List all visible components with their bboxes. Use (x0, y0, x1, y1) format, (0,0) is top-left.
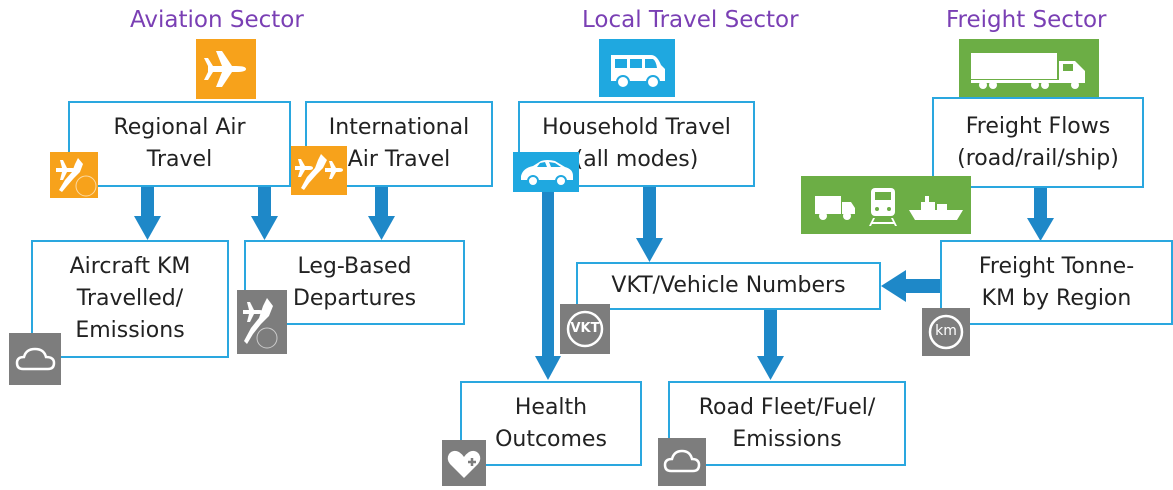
international-air-travel-box: International Air Travel (305, 101, 493, 187)
aviation-sector-title: Aviation Sector (130, 7, 304, 33)
international-planes-icon (291, 146, 347, 195)
health-outcomes-box: Health Outcomes (460, 381, 642, 466)
van-icon (599, 39, 675, 97)
arrow-household-to-vkt (636, 186, 663, 262)
cloud-icon (9, 333, 61, 385)
local-travel-sector-title: Local Travel Sector (582, 7, 799, 33)
vkt-icon: VKT (560, 304, 610, 354)
regional-air-travel-box: Regional Air Travel (68, 101, 291, 187)
arrow-vkt-to-road-fleet (757, 310, 784, 380)
airplane-icon (196, 39, 256, 99)
arrow-household-to-health (535, 186, 561, 380)
road-fleet-box: Road Fleet/Fuel/ Emissions (668, 381, 906, 466)
vkt-label: VKT (570, 321, 600, 336)
cloud-icon-road (658, 438, 706, 486)
household-travel-box: Household Travel (all modes) (518, 101, 755, 187)
car-icon (513, 152, 579, 192)
freight-flows-box: Freight Flows (road/rail/ship) (932, 97, 1144, 188)
vkt-vehicle-numbers-box: VKT/Vehicle Numbers (576, 262, 881, 310)
arrow-international-to-leg-departures (368, 186, 395, 240)
arrow-freight-flows-to-tonne (1027, 188, 1054, 241)
arrow-regional-to-aircraft-km (134, 186, 161, 240)
km-icon: km (922, 308, 970, 356)
plane-over-nz-map-gray-icon (237, 290, 287, 354)
arrow-freight-tonne-to-vkt (881, 270, 940, 302)
aircraft-km-box: Aircraft KM Travelled/ Emissions (31, 240, 229, 358)
freight-modes-icon (801, 176, 971, 234)
arrow-regional-to-leg-departures (251, 186, 278, 240)
heart-plus-icon (442, 440, 486, 486)
truck-icon (959, 39, 1099, 97)
plane-over-nz-map-icon (50, 152, 98, 198)
freight-tonne-km-box: Freight Tonne- KM by Region (940, 240, 1173, 325)
km-label: km (935, 323, 957, 339)
freight-sector-title: Freight Sector (946, 7, 1107, 33)
